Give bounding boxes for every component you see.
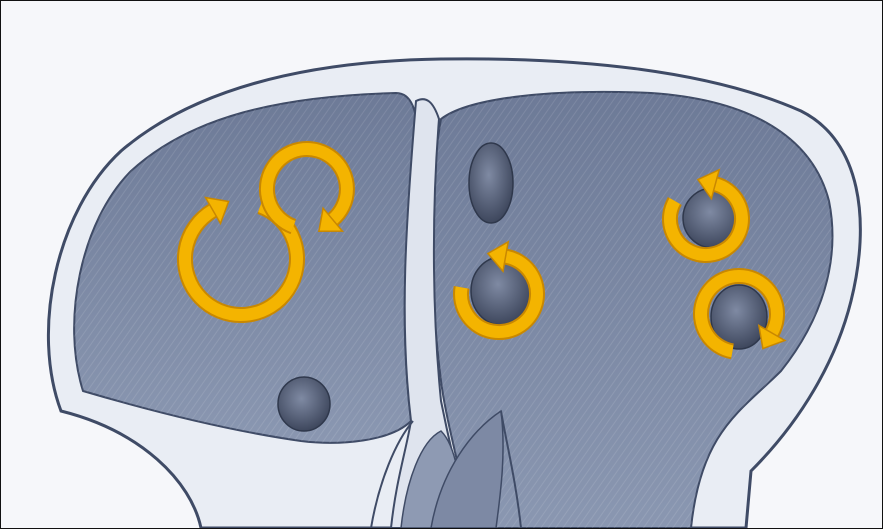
pit-lower-left [278,377,330,431]
pit-upper-center [469,143,513,223]
